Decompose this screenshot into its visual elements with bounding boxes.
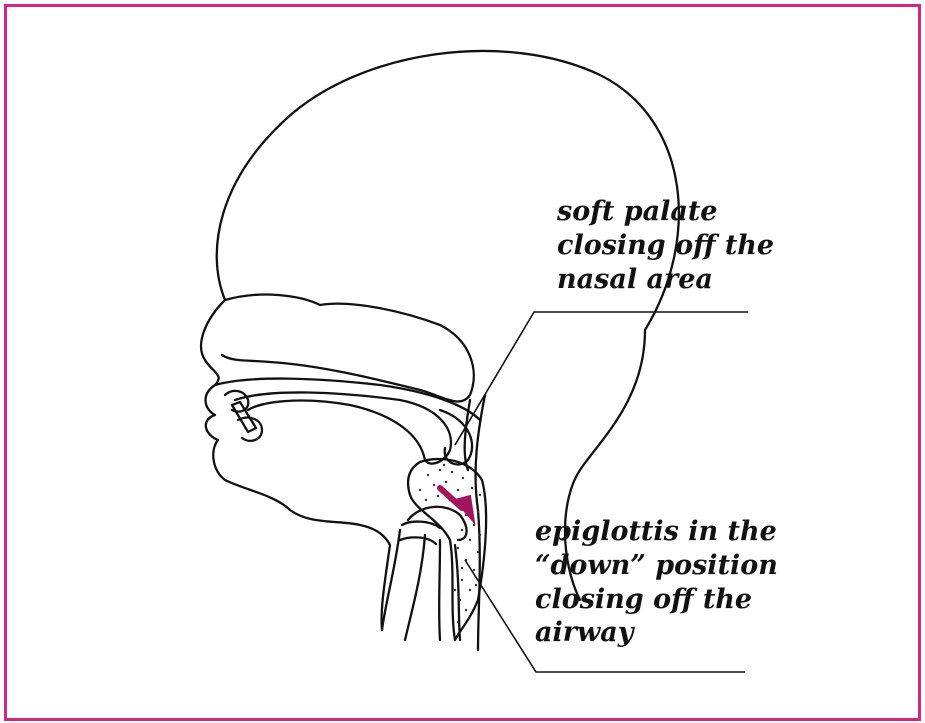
pharynx-wall	[476, 395, 485, 650]
trachea-rings	[400, 522, 440, 544]
arrow-down-right-icon	[440, 488, 474, 522]
soft-palate-label-line: soft palate	[557, 195, 774, 229]
epiglottis-label-line: “down” position	[535, 549, 778, 583]
epiglottis-label-line: airway	[535, 616, 778, 650]
hard-palate	[215, 379, 480, 420]
tongue	[235, 392, 451, 463]
soft-palate-label: soft palate closing off the nasal area	[557, 195, 774, 296]
bolus-outline	[408, 459, 486, 640]
soft-palate-leader	[455, 312, 748, 445]
soft-palate-label-line: closing off the	[557, 229, 774, 263]
soft-palate-label-line: nasal area	[557, 263, 774, 297]
epiglottis-label: epiglottis in the “down” position closin…	[535, 515, 778, 650]
epiglottis-label-line: epiglottis in the	[535, 515, 778, 549]
trachea	[382, 530, 460, 640]
nasal-cavity	[222, 295, 474, 402]
epiglottis-label-line: closing off the	[535, 583, 778, 617]
